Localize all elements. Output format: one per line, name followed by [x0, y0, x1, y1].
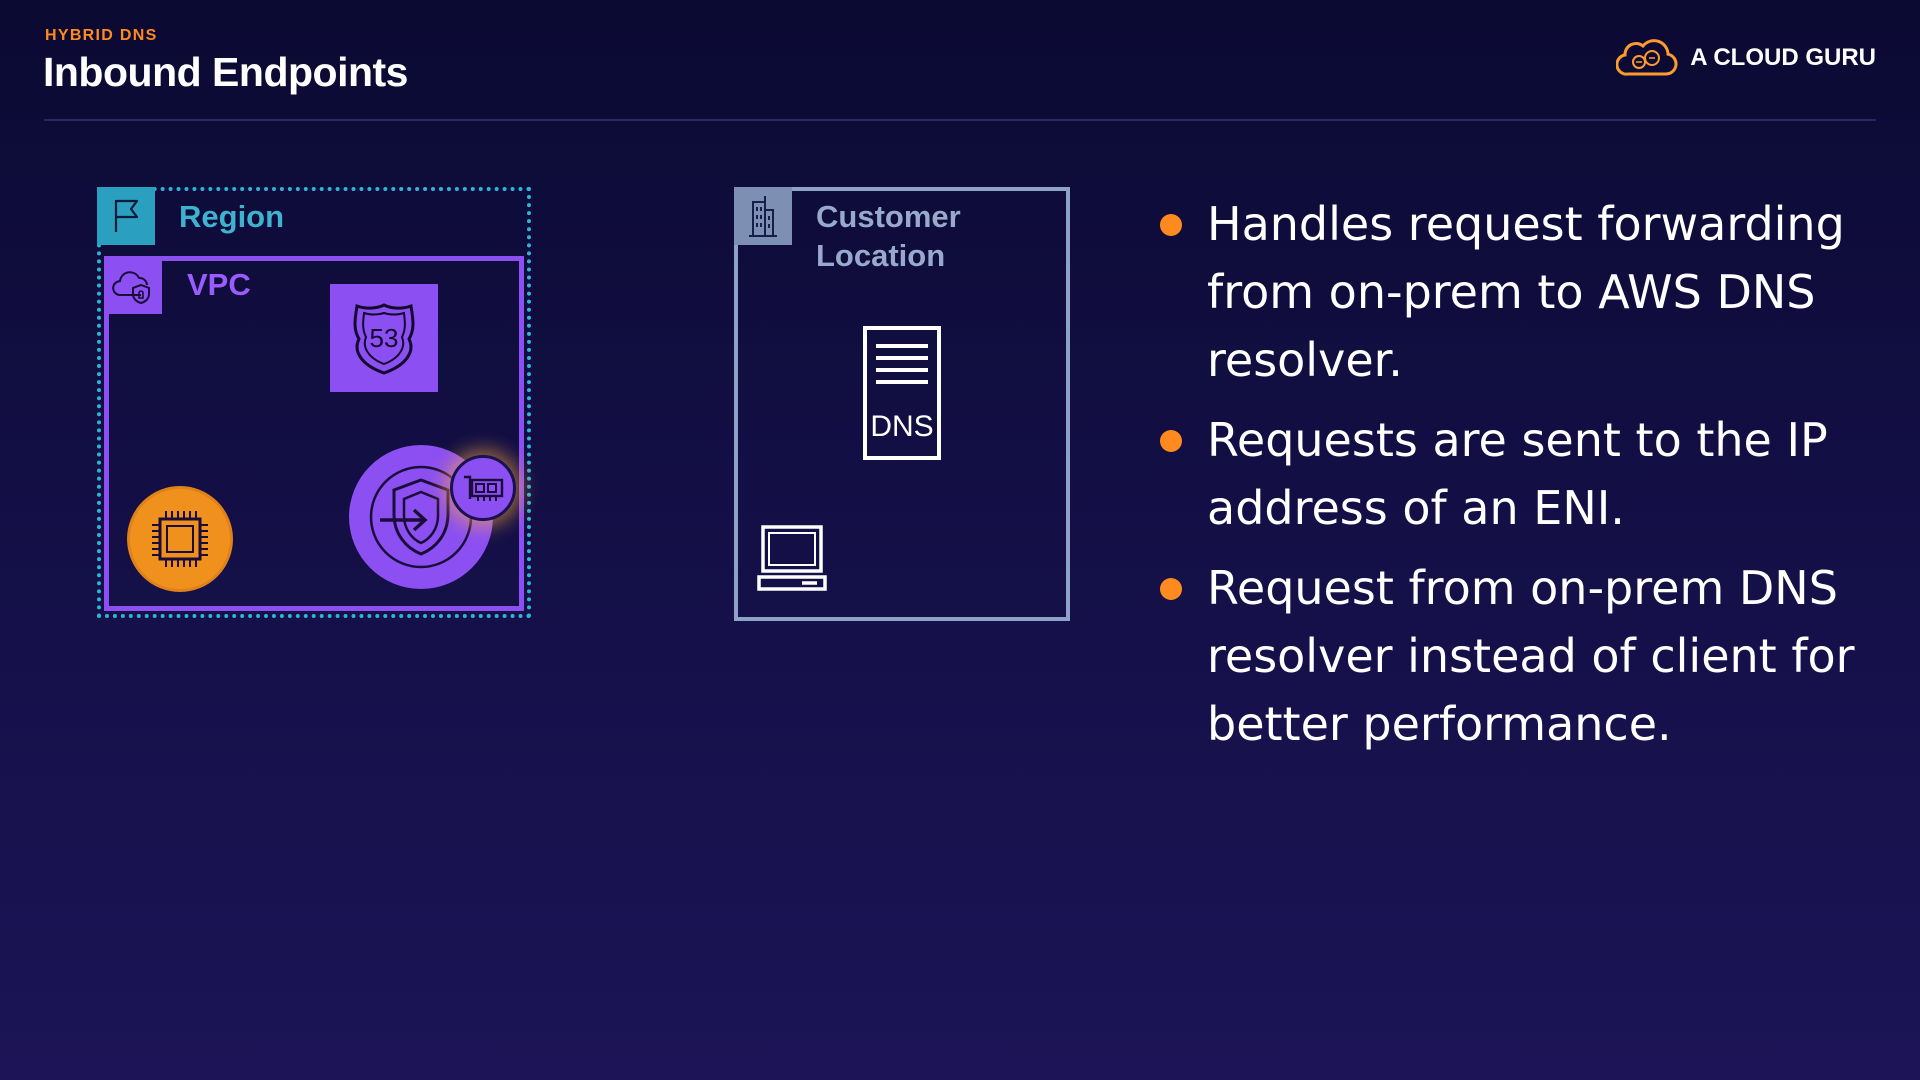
route53-shield-icon: 53: [353, 303, 415, 375]
dns-server: DNS: [863, 326, 941, 460]
slide-title: Inbound Endpoints: [43, 49, 408, 95]
vpc-boundary: VPC: [104, 256, 524, 611]
bullet-dot-icon: [1160, 214, 1182, 236]
bullet-text: Handles request forwarding from on-prem …: [1207, 197, 1845, 387]
brand-name: A CLOUD GURU: [1690, 44, 1876, 71]
region-boundary: Region: [97, 187, 531, 618]
bullet-text: Request from on-prem DNS resolver instea…: [1207, 561, 1855, 751]
bullet-item: Request from on-prem DNS resolver instea…: [1160, 554, 1880, 758]
customer-location-label: Customer Location: [816, 199, 961, 273]
bullet-item: Handles request forwarding from on-prem …: [1160, 190, 1880, 394]
bullet-list: Handles request forwarding from on-prem …: [1160, 190, 1880, 770]
bullet-dot-icon: [1160, 430, 1182, 452]
eni: [450, 455, 516, 521]
bullet-item: Requests are sent to the IP address of a…: [1160, 406, 1880, 542]
client-laptop-icon: [757, 525, 827, 591]
building-icon: [734, 187, 792, 245]
dns-server-icon: [863, 326, 941, 460]
ec2-chip-icon: [152, 511, 208, 567]
eni-icon: [464, 475, 504, 501]
ec2-instance: [127, 486, 233, 592]
region-label: Region: [179, 199, 285, 234]
region-flag-icon: [97, 187, 155, 245]
customer-location-boundary: Customer Location: [734, 187, 1070, 621]
client-laptop: [757, 524, 827, 596]
brand-logo: A CLOUD GURU: [1616, 38, 1876, 78]
vpc-label: VPC: [187, 267, 251, 302]
vpc-cloud-shield-icon: [104, 256, 162, 314]
route53-service: 53: [330, 284, 438, 392]
dns-server-label: DNS: [870, 410, 934, 443]
bullet-dot-icon: [1160, 578, 1182, 600]
acg-cloud-logo-icon: [1616, 39, 1678, 76]
eyebrow: HYBRID DNS: [45, 27, 158, 44]
header-divider: [44, 119, 1876, 121]
route53-icon-text: 53: [370, 323, 399, 353]
bullet-text: Requests are sent to the IP address of a…: [1207, 413, 1828, 535]
